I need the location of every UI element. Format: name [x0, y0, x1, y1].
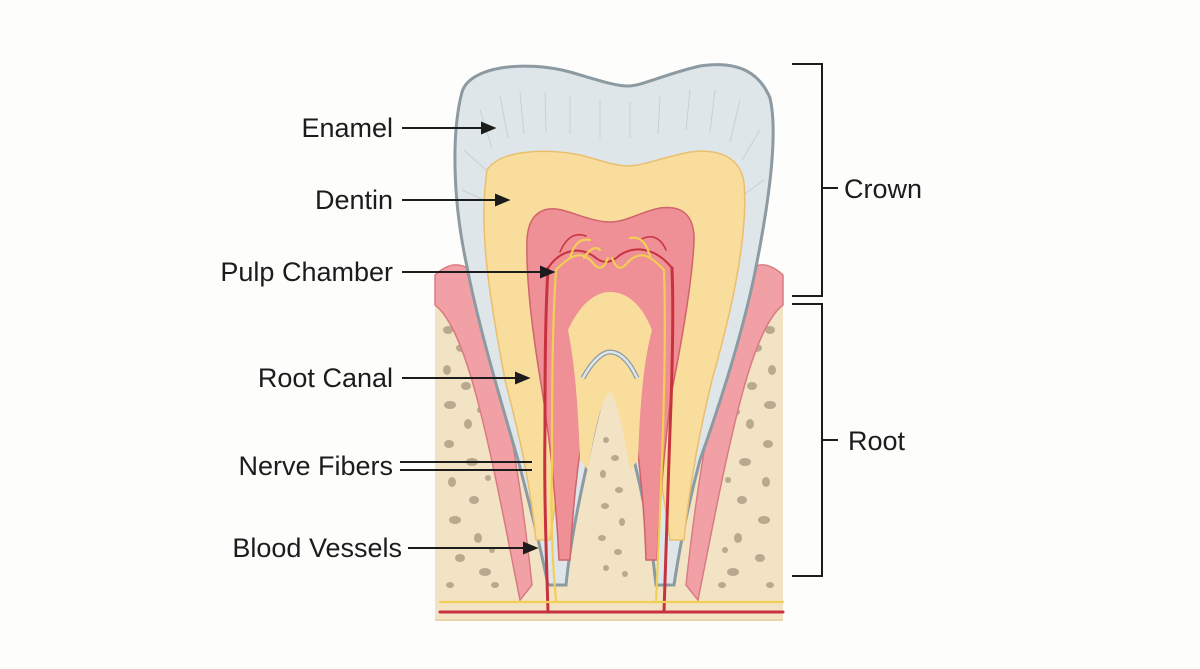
label-crown: Crown — [844, 174, 922, 204]
label-nerve-fibers: Nerve Fibers — [238, 451, 393, 481]
label-leaders — [400, 121, 556, 555]
label-pulp-chamber: Pulp Chamber — [220, 257, 393, 287]
label-blood-vessels: Blood Vessels — [232, 533, 402, 563]
blood-vessels — [438, 234, 785, 614]
root-bracket — [792, 303, 823, 577]
nerve-fibers — [438, 236, 785, 604]
region-brackets — [792, 63, 838, 577]
bone-pores — [443, 326, 776, 588]
tooth — [438, 63, 785, 614]
crown-bracket — [792, 63, 823, 297]
label-root: Root — [848, 426, 906, 456]
pulp-chamber — [526, 206, 695, 561]
label-dentin: Dentin — [315, 185, 393, 215]
label-enamel: Enamel — [301, 113, 393, 143]
label-root-canal: Root Canal — [258, 363, 393, 393]
